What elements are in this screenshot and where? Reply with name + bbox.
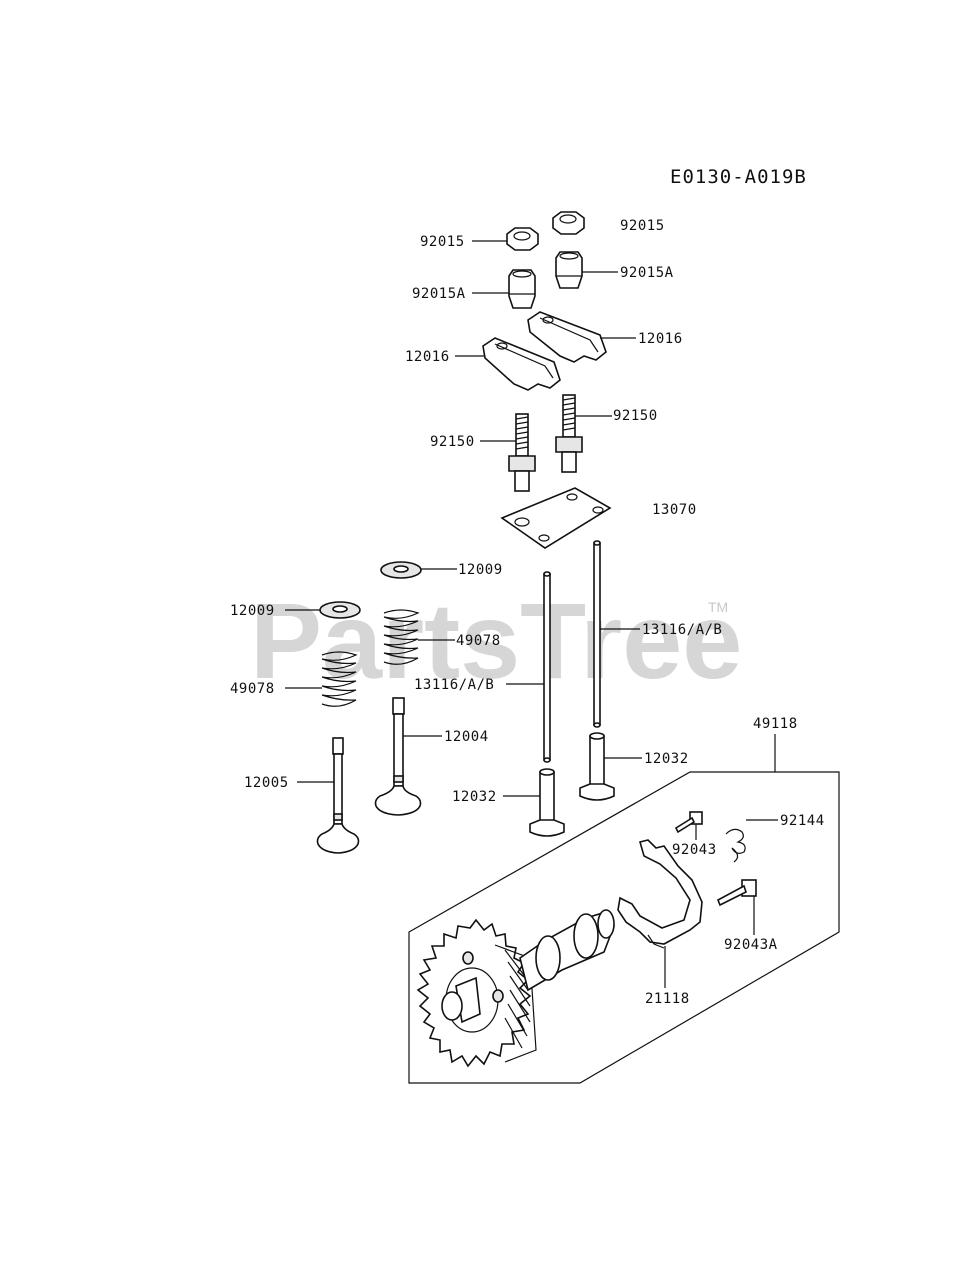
valve-spring-right-part [383, 609, 420, 665]
tappet-right-part [579, 732, 615, 801]
label-92015a-left: 92015A [412, 286, 466, 302]
cap-nut-right-part [555, 251, 583, 289]
rocker-arm-right-part [527, 311, 607, 363]
stud-left-part [508, 413, 536, 492]
tappet-left-part [529, 768, 565, 837]
watermark: PartsTree [250, 580, 742, 701]
label-92150-right: 92150 [613, 408, 658, 424]
label-12016-right: 12016 [638, 331, 683, 347]
label-49118: 49118 [753, 716, 798, 732]
label-92043a: 92043A [724, 937, 778, 953]
intake-valve-part [374, 697, 422, 816]
camshaft-part [519, 909, 615, 992]
label-13116-right: 13116/A/B [642, 622, 722, 638]
camshaft-assembly-box [408, 734, 840, 1084]
rocker-arm-left-part [482, 337, 561, 391]
label-13070: 13070 [652, 502, 697, 518]
label-13116-left: 13116/A/B [414, 677, 494, 693]
label-92150-left: 92150 [430, 434, 475, 450]
label-12032-right: 12032 [644, 751, 689, 767]
cap-nut-left-part [508, 269, 536, 309]
guide-plate-part [500, 487, 612, 549]
watermark-tm: TM [708, 599, 728, 615]
label-12032-left: 12032 [452, 789, 497, 805]
retainer-top-part [380, 561, 422, 579]
stud-right-part [555, 394, 583, 473]
pushrod-right-part [593, 540, 601, 728]
label-92015-right: 92015 [620, 218, 665, 234]
valve-spring-left-part [321, 651, 358, 707]
label-92043: 92043 [672, 842, 717, 858]
diagram-code: E0130-A019B [670, 166, 807, 188]
label-12009-top: 12009 [458, 562, 503, 578]
label-92015-left: 92015 [420, 234, 465, 250]
cam-gear-part [416, 918, 537, 1068]
label-12016-left: 12016 [405, 349, 450, 365]
governor-weight-part [617, 839, 703, 949]
label-12005: 12005 [244, 775, 289, 791]
governor-spring-part [725, 828, 746, 863]
pushrod-left-part [543, 571, 551, 763]
label-12004: 12004 [444, 729, 489, 745]
exhaust-valve-part [316, 737, 360, 854]
label-92015a-right: 92015A [620, 265, 674, 281]
nut-right-part [552, 211, 585, 235]
label-49078-right: 49078 [456, 633, 501, 649]
nut-left-part [506, 227, 539, 251]
label-92144: 92144 [780, 813, 825, 829]
retainer-left-part [319, 601, 361, 619]
label-49078-left: 49078 [230, 681, 275, 697]
label-12009-left: 12009 [230, 603, 275, 619]
bolt-part [674, 811, 703, 834]
label-21118: 21118 [645, 991, 690, 1007]
bolt-a-part [716, 879, 757, 907]
